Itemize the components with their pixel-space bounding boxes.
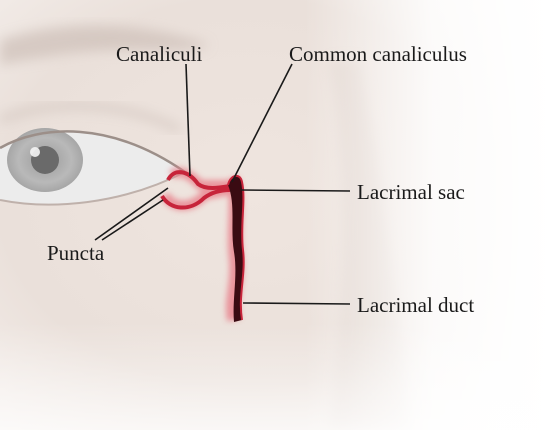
label-canaliculi: Canaliculi (116, 44, 202, 65)
label-lacrimal-duct: Lacrimal duct (357, 295, 474, 316)
label-puncta: Puncta (47, 243, 104, 264)
label-lacrimal-sac: Lacrimal sac (357, 182, 465, 203)
leader-lacrimal-sac (241, 190, 350, 191)
label-common-canaliculus: Common canaliculus (289, 44, 467, 65)
leader-lacrimal-duct (243, 303, 350, 304)
